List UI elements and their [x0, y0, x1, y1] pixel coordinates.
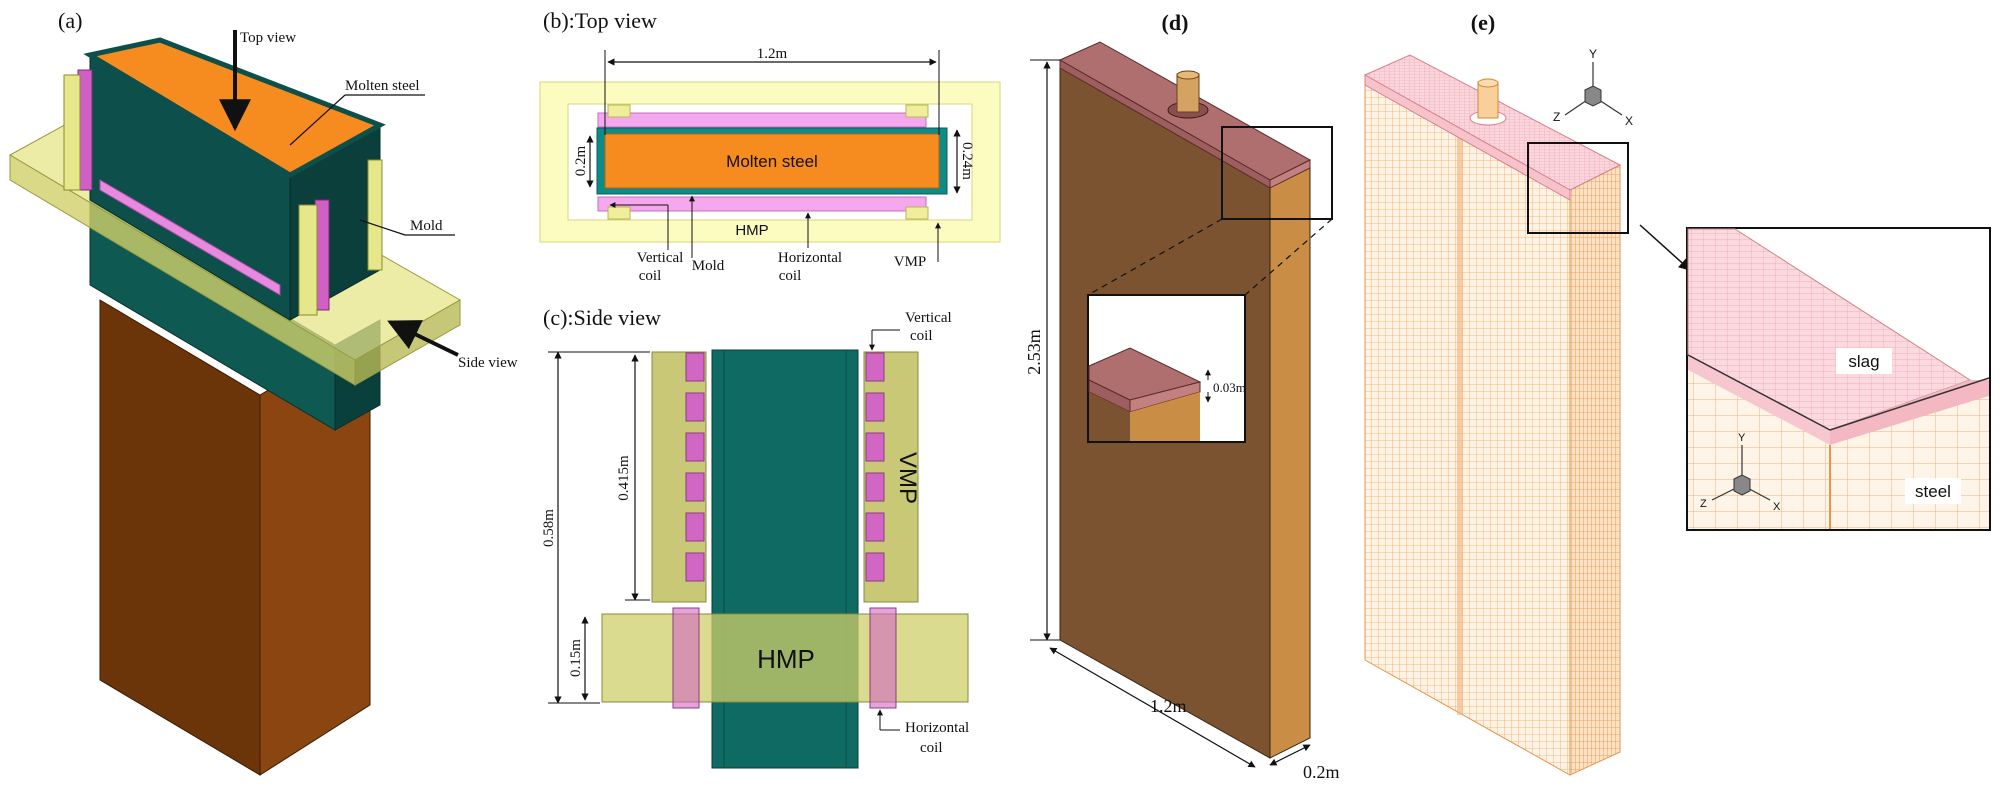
panel-b: (b):Top view Molten steel HMP 1.2m 0.2m … — [539, 8, 1001, 284]
axis-triad-top: Y X Z — [1553, 47, 1633, 128]
height-right-label: 0.24m — [959, 142, 975, 180]
slab-side — [1269, 159, 1311, 759]
horizontal-coil-left-c — [672, 607, 700, 709]
molten-steel-label-b: Molten steel — [726, 152, 818, 171]
vertical-coil-label-b1: Vertical — [637, 250, 684, 266]
side-view-label: Side view — [458, 355, 518, 371]
horizontal-coil-label-b1: Horizontal — [778, 250, 842, 266]
panel-d: (d) 0.03m 2.53m — [1024, 10, 1340, 782]
panel-e: (e) Y X Z — [1363, 10, 1991, 776]
nozzle — [1176, 73, 1200, 113]
mold-label-a: Mold — [410, 218, 443, 234]
vertical-coil-label-b2: coil — [639, 268, 662, 284]
horizontal-coil-label-b2: coil — [779, 268, 802, 284]
width-label-d: 1.2m — [1150, 696, 1187, 716]
axis-triad-inset: Y X Z — [1700, 432, 1781, 513]
horizontal-coil-right-c — [869, 607, 897, 709]
molten-steel-label-a: Molten steel — [345, 78, 420, 94]
slag-label: slag — [1848, 352, 1879, 371]
panel-e-label: (e) — [1471, 10, 1495, 35]
hmp-label-b: HMP — [735, 222, 768, 239]
vertical-coil-label-c1: Vertical — [905, 310, 952, 326]
vmp-bl — [607, 206, 631, 220]
mold-label-b: Mold — [692, 258, 725, 274]
side-view-arrow — [387, 320, 459, 357]
width-dim-label: 1.2m — [757, 46, 788, 62]
height-label-d: 2.53m — [1024, 329, 1044, 375]
coil-left — [99, 179, 281, 296]
panel-a-label: (a) — [58, 8, 82, 33]
slag-side-edge — [1269, 159, 1311, 189]
panel-c-title: (c):Side view — [543, 305, 661, 330]
molten-steel-rect — [604, 133, 940, 189]
panel-c: (c):Side view HMP VMP — [541, 305, 969, 769]
panel-b-title: (b):Top view — [543, 8, 657, 33]
coil-stack-left-c — [685, 352, 705, 582]
vmp-label-c: VMP — [894, 452, 921, 504]
mesh-slag-edge — [1364, 74, 1571, 201]
steel-label: steel — [1915, 482, 1951, 501]
hmp-block-c — [601, 613, 969, 703]
molten-steel-leader — [289, 94, 346, 146]
vmp-br — [905, 206, 929, 220]
panel-d-label: (d) — [1162, 10, 1189, 35]
mold-leader — [359, 219, 406, 236]
coil-top-band — [597, 112, 927, 128]
horizontal-coil-label-c2: coil — [920, 740, 943, 756]
inset-axis-z: Z — [1700, 498, 1707, 510]
axis-x-label: X — [1625, 114, 1633, 128]
inset-axis-x: X — [1773, 501, 1781, 513]
slag-thickness-label: 0.03m — [1213, 380, 1246, 395]
inset-d: 0.03m — [1087, 294, 1246, 443]
panel-a: (a) Top view Molten steel Mold Side vie — [8, 8, 518, 776]
vmp-tr — [905, 104, 929, 118]
axis-z-label: Z — [1553, 110, 1560, 124]
top-view-label: Top view — [240, 30, 296, 46]
vmp-label-b: VMP — [894, 254, 927, 270]
zoom-box-d — [1221, 126, 1333, 220]
dim-vmp-label: 0.415m — [616, 455, 632, 501]
inset-axis-y: Y — [1738, 432, 1746, 444]
vertical-coil-label-c2: coil — [910, 328, 933, 344]
coil-stack-right-c — [865, 352, 885, 582]
horizontal-coil-label-c1: Horizontal — [905, 720, 969, 736]
width-dimension-d — [1049, 647, 1256, 768]
inset-e: slag steel Y X Z — [1686, 227, 1991, 531]
hmp-label-c: HMP — [757, 644, 815, 674]
mesh-side — [1569, 164, 1621, 776]
mold-strand-c — [711, 349, 859, 769]
zoom-box-e — [1527, 142, 1629, 234]
vmp-right — [298, 204, 318, 316]
dim-hmp-label: 0.15m — [568, 639, 584, 677]
height-left-label: 0.2m — [573, 145, 589, 176]
dim-total-label: 0.58m — [541, 509, 557, 547]
vmp-right-top — [367, 159, 383, 271]
thickness-label-d: 0.2m — [1303, 762, 1340, 782]
vmp-left — [63, 74, 81, 191]
thickness-dimension-d — [1269, 744, 1311, 766]
vmp-tl — [607, 104, 631, 118]
axis-y-label: Y — [1589, 47, 1597, 61]
coil-bottom-band — [597, 196, 927, 212]
